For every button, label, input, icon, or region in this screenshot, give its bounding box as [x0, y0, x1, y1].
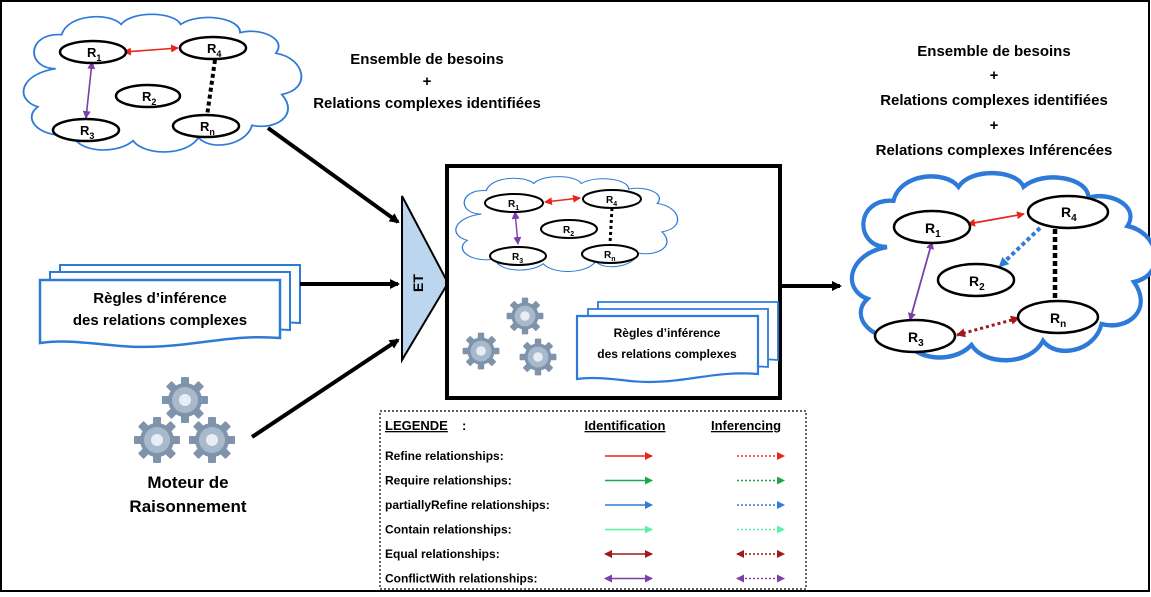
relation-r1-r4 — [123, 44, 179, 56]
svg-text:R4: R4 — [606, 195, 617, 208]
svg-text::: : — [462, 418, 466, 433]
svg-text:R3: R3 — [512, 252, 523, 265]
svg-text:R2: R2 — [969, 273, 985, 293]
inner-relation-r4-rn — [608, 207, 614, 245]
legend-row: Refine relationships: — [385, 449, 785, 463]
gear-icon — [134, 417, 180, 463]
requirement-node-r1: R1 — [58, 39, 128, 65]
output-caption: Ensemble de besoins + Relations complexe… — [876, 43, 1113, 159]
output-inferred-partially-refine — [998, 226, 1042, 268]
svg-text:Ensemble de besoins: Ensemble de besoins — [350, 51, 503, 68]
svg-text:R3: R3 — [80, 123, 94, 141]
relation-r1-r3 — [82, 61, 96, 119]
svg-text:Rn: Rn — [604, 250, 616, 263]
output-node-r2: R2 — [936, 262, 1016, 298]
legend-row-label: Equal relationships: — [385, 547, 500, 561]
et-junction: ET — [401, 195, 450, 364]
inner-relation-r1-r3 — [511, 211, 522, 245]
output-node-r3: R3 — [873, 318, 957, 354]
legend-column-identification: Identification — [585, 418, 666, 433]
input-requirements-cloud: R1 R4 R2 R3 Rn — [22, 13, 303, 153]
svg-text:R1: R1 — [925, 220, 941, 240]
inner-node-rn: Rn — [581, 244, 639, 264]
svg-text:R4: R4 — [207, 41, 221, 59]
output-node-r4: R4 — [1026, 194, 1110, 230]
relation-r4-rn — [205, 59, 217, 117]
legend-row: partiallyRefine relationships: — [385, 498, 785, 512]
svg-text:R2: R2 — [142, 89, 156, 107]
flow-arrow-engine-to-et — [250, 338, 400, 439]
svg-text:ET: ET — [410, 274, 426, 292]
svg-text:+: + — [423, 73, 432, 90]
output-node-r1: R1 — [892, 209, 972, 245]
svg-text:+: + — [990, 117, 999, 134]
legend-row: Equal relationships: — [385, 547, 785, 561]
requirement-node-r4: R4 — [178, 35, 248, 61]
svg-text:des relations complexes: des relations complexes — [597, 347, 737, 361]
svg-text:R4: R4 — [1061, 204, 1077, 224]
legend-row: ConflictWith relationships: — [385, 572, 785, 586]
svg-text:R2: R2 — [563, 225, 574, 238]
inner-node-r1: R1 — [484, 193, 544, 213]
inner-node-r4: R4 — [582, 189, 642, 209]
output-relation-r1-r4 — [967, 211, 1025, 227]
svg-text:Rn: Rn — [1050, 310, 1066, 330]
processing-box: R1 R4 R2 R3 Rn — [445, 164, 782, 400]
legend-row-label: partiallyRefine relationships: — [385, 498, 550, 512]
svg-text:Relations complexes identifiée: Relations complexes identifiées — [880, 92, 1108, 109]
legend-row-label: ConflictWith relationships: — [385, 572, 538, 586]
legend-row: Contain relationships: — [385, 523, 785, 537]
legend-title: LEGENDE — [385, 418, 448, 433]
svg-text:Ensemble de besoins: Ensemble de besoins — [917, 43, 1070, 60]
inference-rules-document: Règles d’inférence des relations complex… — [38, 264, 301, 349]
legend-column-inferencing: Inferencing — [711, 418, 781, 433]
input-caption: Ensemble de besoins + Relations complexe… — [313, 51, 541, 112]
requirement-node-r2: R2 — [114, 83, 182, 109]
inner-inference-rules-document: Règles d’inférence des relations complex… — [575, 301, 779, 384]
legend: LEGENDE : Identification Inferencing Ref… — [379, 410, 807, 590]
svg-text:Règles d’inférence: Règles d’inférence — [614, 326, 721, 340]
gear-icon — [162, 377, 208, 423]
gear-icon — [462, 332, 500, 370]
output-relation-r1-r3 — [908, 241, 934, 321]
inner-requirements-cloud: R1 R4 R2 R3 Rn — [455, 175, 679, 273]
output-requirements-cloud: R1 R4 R2 R3 Rn — [852, 173, 1151, 360]
svg-text:Raisonnement: Raisonnement — [129, 497, 246, 516]
svg-text:Relations complexes Inférencé: Relations complexes Inférencées — [876, 142, 1113, 159]
output-inferred-equal — [956, 315, 1020, 338]
svg-text:Moteur de: Moteur de — [147, 473, 228, 492]
svg-text:+: + — [990, 67, 999, 84]
output-node-rn: Rn — [1016, 299, 1100, 335]
requirement-node-rn: Rn — [171, 113, 241, 139]
svg-text:Règles d’inférence: Règles d’inférence — [93, 290, 226, 307]
legend-row-label: Contain relationships: — [385, 523, 512, 537]
gear-icon — [519, 338, 557, 376]
legend-row-label: Require relationships: — [385, 474, 512, 488]
svg-text:R3: R3 — [908, 329, 924, 349]
legend-row-label: Refine relationships: — [385, 449, 504, 463]
svg-text:des relations complexes: des relations complexes — [73, 312, 247, 329]
gear-icon — [506, 297, 544, 335]
reasoning-engine: Moteur de Raisonnement — [129, 377, 247, 516]
svg-text:Relations complexes identifiée: Relations complexes identifiées — [313, 95, 541, 112]
inner-node-r3: R3 — [489, 246, 547, 266]
svg-text:Rn: Rn — [200, 119, 215, 137]
inner-node-r2: R2 — [540, 219, 598, 239]
requirement-node-r3: R3 — [51, 117, 121, 143]
gear-icon — [189, 417, 235, 463]
svg-text:R1: R1 — [508, 199, 519, 212]
legend-row: Require relationships: — [385, 474, 785, 488]
svg-text:R1: R1 — [87, 45, 101, 63]
flow-arrow-cloud-to-et — [266, 126, 400, 224]
inner-relation-r1-r4 — [544, 194, 581, 206]
